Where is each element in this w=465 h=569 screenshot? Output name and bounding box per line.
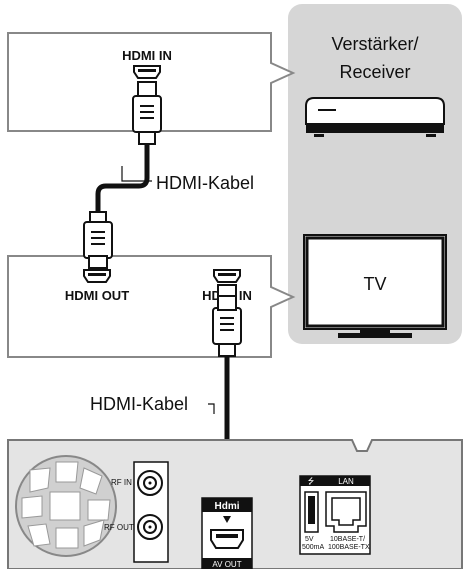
receiver-icon xyxy=(305,97,445,137)
av-out-hdmi-port-icon xyxy=(210,529,244,549)
amplifier-label-line2: Receiver xyxy=(339,62,410,82)
lan-port-icon xyxy=(325,491,367,533)
upper-hdmi-cable xyxy=(83,81,162,269)
amplifier-hdmi-port-icon xyxy=(133,65,161,79)
rf-in-connector-icon xyxy=(137,470,163,496)
upper-cable-leader xyxy=(121,166,152,182)
vent-grille xyxy=(15,455,117,557)
rf-out-label: RF OUT xyxy=(104,523,134,532)
lower-cable-label: HDMI-Kabel xyxy=(90,394,188,414)
lower-cable-leader xyxy=(208,403,215,414)
amplifier-hdmi-in-label: HDMI IN xyxy=(122,48,172,63)
usb-rating-line2: 500mA xyxy=(302,544,325,551)
lan-spec-line1: 10BASE-T/ xyxy=(330,536,365,543)
usb-symbol: ⭍ xyxy=(308,477,315,486)
av-out-arrow-icon xyxy=(223,516,231,523)
usb-port-icon xyxy=(304,491,319,533)
tv-input-box xyxy=(7,255,296,358)
hdmi-logo: Hdmi xyxy=(215,501,240,512)
tv-hdmi-out-label: HDMI OUT xyxy=(65,288,129,303)
tv-icon xyxy=(303,234,447,338)
rf-in-label: RF IN xyxy=(111,478,132,487)
lan-spec-line2: 100BASE-TX xyxy=(328,544,370,551)
tv-hdmi-in-port-icon xyxy=(213,269,241,283)
upper-cable-label: HDMI-Kabel xyxy=(156,173,254,193)
lan-label: LAN xyxy=(338,477,354,486)
av-out-label: AV OUT xyxy=(212,560,241,569)
amplifier-label-line1: Verstärker/ xyxy=(331,34,418,54)
rf-out-connector-icon xyxy=(137,514,163,540)
tv-hdmi-out-port-icon xyxy=(83,269,111,283)
usb-rating-line1: 5V xyxy=(305,536,314,543)
tv-label: TV xyxy=(363,274,386,294)
